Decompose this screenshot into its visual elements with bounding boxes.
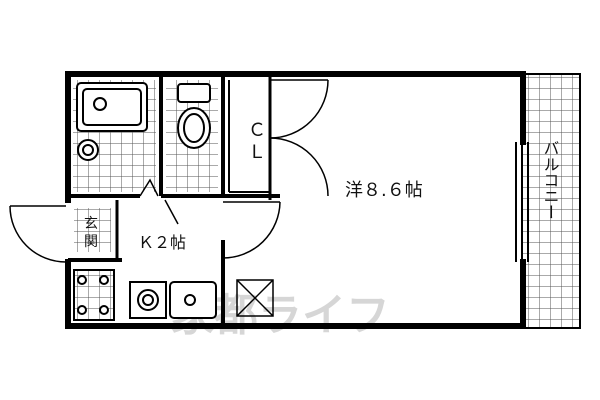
closet-label-top: Ｃ [248, 120, 266, 141]
washbasin-icon [77, 139, 99, 161]
bathtub-icon [76, 82, 148, 132]
window [515, 142, 529, 262]
inner-walls [68, 74, 280, 326]
entrance-tile-area [74, 208, 111, 252]
refrigerator-space [236, 279, 274, 317]
kitchen-counter [73, 269, 217, 321]
entrance-label-bottom: 関 [84, 234, 98, 250]
toilet-icon [177, 83, 211, 149]
balcony-area [521, 73, 581, 329]
door-swings [9, 79, 329, 263]
closet-label-bottom: Ｌ [248, 142, 266, 163]
entrance-label-top: 玄 [84, 215, 98, 232]
balcony-label: バルコニー [541, 140, 560, 220]
kitchen-label: Ｋ２帖 [138, 233, 186, 252]
outer-walls [65, 71, 526, 329]
western-room-label: 洋８.６帖 [345, 180, 423, 201]
